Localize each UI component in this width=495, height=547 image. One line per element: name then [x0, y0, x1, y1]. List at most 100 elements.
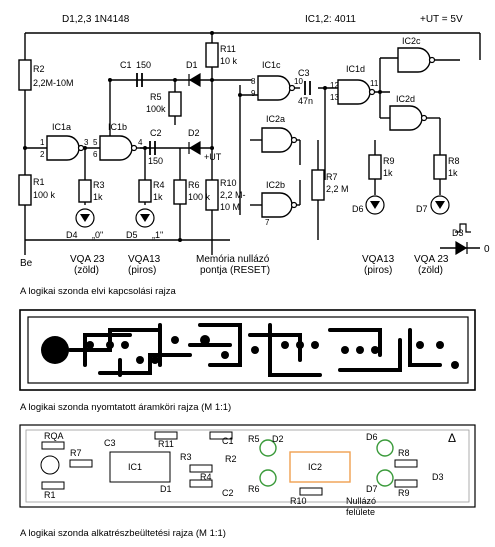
r1-resistor-body	[18, 174, 32, 206]
ic-header: IC1,2: 4011	[305, 14, 356, 25]
layout-r3: R3	[180, 452, 192, 462]
memory-line-2: pontja (RESET)	[200, 265, 270, 276]
layout-c2: C2	[222, 488, 234, 498]
d4-mark: „0"	[92, 230, 103, 240]
r4-label: R4	[153, 180, 165, 190]
d5-mark: „1"	[152, 230, 163, 240]
r7-resistor-body	[311, 169, 325, 201]
ic1d-label: IC1d	[346, 64, 365, 74]
vqa13-left: VQA13	[128, 254, 161, 265]
layout-ic1: IC1	[128, 462, 142, 472]
r8-value: 1k	[448, 168, 458, 178]
c3-value: 47n	[298, 96, 313, 106]
pcb-drawing	[19, 309, 476, 391]
layout-r4: R4	[200, 472, 212, 482]
pin-3: 3	[84, 138, 89, 147]
d5-label: D5	[126, 230, 138, 240]
supply-label: +UT = 5V	[420, 14, 463, 25]
r9-value: 1k	[383, 168, 393, 178]
c1-label: C1	[120, 60, 132, 70]
r11-label: R11	[220, 44, 236, 54]
piros-right: (piros)	[364, 265, 392, 276]
ic2c-label: IC2c	[402, 36, 421, 46]
ic2d-gate	[389, 105, 423, 131]
layout-c1: C1	[222, 436, 234, 446]
r3-resistor-body	[78, 179, 92, 203]
layout-nullazo-2: felülete	[346, 507, 375, 517]
r9-label: R9	[383, 156, 395, 166]
r2-resistor-body	[18, 59, 32, 91]
ic2b-label: IC2b	[266, 180, 285, 190]
r11-resistor-body	[205, 42, 219, 68]
r10-resistor-body	[205, 179, 219, 211]
d2-label: D2	[188, 128, 200, 138]
c2-value: 150	[148, 156, 163, 166]
pcb-caption: A logikai szonda nyomtatott áramköri raj…	[20, 402, 232, 413]
ic2-footprint	[289, 451, 351, 483]
d6-label: D6	[352, 204, 364, 214]
layout-r2: R2	[225, 454, 237, 464]
zold-right: (zöld)	[418, 265, 443, 276]
d3-diode-symbol	[455, 240, 468, 256]
layout-c3: C3	[104, 438, 116, 448]
r7-label: R7	[326, 172, 338, 182]
r4-resistor-body	[138, 179, 152, 203]
pin-1: 1	[40, 138, 45, 147]
r1-label: R1	[33, 177, 45, 187]
layout-r6: R6	[248, 484, 260, 494]
vqa13-right: VQA13	[362, 254, 395, 265]
layout-r10: R10	[290, 496, 307, 506]
ic1b-label: IC1b	[108, 122, 127, 132]
r6-value: 100 k	[188, 192, 211, 202]
d1-diode-symbol	[188, 72, 201, 88]
pin-6: 6	[93, 150, 98, 159]
ic2a-gate	[261, 127, 293, 153]
layout-nullazo-1: Nullázó	[346, 496, 376, 506]
r5-label: R5	[150, 92, 162, 102]
layout-r1: R1	[44, 490, 56, 500]
d2-diode-symbol	[188, 140, 201, 156]
piros-left: (piros)	[128, 265, 156, 276]
layout-ic2: IC2	[308, 462, 322, 472]
ic2c-gate	[397, 47, 431, 73]
layout-r8: R8	[398, 448, 410, 458]
be-label: Be	[20, 258, 33, 269]
layout-d7: D7	[366, 484, 378, 494]
ic2d-label: IC2d	[396, 94, 415, 104]
layout-r7: R7	[70, 448, 82, 458]
component-layout: RQA R7 R1 C3 IC1 R11 R5 C1 D2 R3 R2 D1 R…	[19, 424, 476, 517]
vqa23-right: VQA 23	[414, 254, 449, 265]
layout-d6: D6	[366, 432, 378, 442]
r9-resistor-body	[368, 154, 382, 180]
d7-label: D7	[416, 204, 428, 214]
r10-value-a: 2,2 M-	[220, 190, 246, 200]
ic2b-gate	[261, 192, 293, 218]
ic1c-label: IC1c	[262, 60, 281, 70]
ic1b-gate	[99, 135, 133, 161]
diodes-header: D1,2,3 1N4148	[62, 14, 130, 25]
ic1c-gate	[257, 75, 291, 101]
layout-d1: D1	[160, 484, 172, 494]
ic1a-gate	[46, 135, 80, 161]
r7-value: 2,2 M	[326, 184, 349, 194]
pin-4: 4	[138, 138, 143, 147]
memory-line-1: Memória nullázó	[196, 254, 270, 265]
layout-r9: R9	[398, 488, 410, 498]
c1-value: 150	[136, 60, 151, 70]
r5-resistor-body	[168, 91, 182, 117]
r3-value: 1k	[93, 192, 103, 202]
r10-value-b: 10 M	[220, 202, 240, 212]
layout-d3: D3	[432, 472, 444, 482]
ut-label: +UT	[204, 152, 222, 162]
zold-left: (zöld)	[74, 265, 99, 276]
r11-value: 10 k	[220, 56, 238, 66]
d4-label: D4	[66, 230, 78, 240]
pin-5: 5	[93, 138, 98, 147]
layout-r5: R5	[248, 434, 260, 444]
c2-label: C2	[150, 128, 162, 138]
d1-label: D1	[186, 60, 198, 70]
pin-9: 9	[251, 89, 256, 98]
pin-7: 7	[265, 218, 270, 227]
r2-value: 2,2M-10M	[33, 78, 74, 88]
